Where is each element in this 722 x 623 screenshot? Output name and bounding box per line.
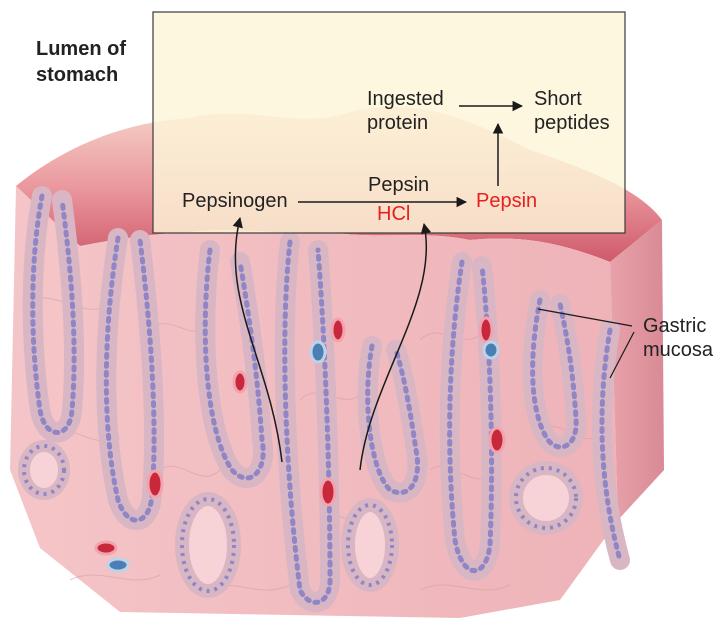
mucosa-side-face bbox=[610, 220, 664, 520]
lumen-label-line2: stomach bbox=[36, 63, 118, 87]
pepsinogen-label: Pepsinogen bbox=[182, 190, 288, 213]
gastric-mucosa-label-line1: Gastric bbox=[643, 315, 706, 338]
ingested-protein-label-line2: protein bbox=[367, 112, 428, 135]
blood-vessel-red bbox=[332, 319, 344, 341]
blood-vessel-red bbox=[234, 372, 246, 392]
blood-vessel-blue bbox=[311, 342, 325, 362]
pepsin-enzyme-label: Pepsin bbox=[368, 174, 429, 197]
blood-vessel-red bbox=[480, 318, 492, 342]
gastric-mucosa-label-line2: mucosa bbox=[643, 339, 713, 362]
pepsin-product-label: Pepsin bbox=[476, 190, 537, 213]
short-peptides-label-line2: peptides bbox=[534, 112, 610, 135]
blood-vessel-blue bbox=[108, 559, 128, 571]
ingested-protein-label-line1: Ingested bbox=[367, 88, 444, 111]
short-peptides-label-line1: Short bbox=[534, 88, 582, 111]
hcl-label: HCl bbox=[377, 203, 410, 226]
gland-cross-section bbox=[516, 468, 576, 528]
blood-vessel-blue bbox=[484, 342, 498, 358]
blood-vessel-red bbox=[96, 542, 116, 554]
blood-vessel-red bbox=[321, 479, 335, 505]
blood-vessel-red bbox=[148, 471, 162, 497]
lumen-label-line1: Lumen of bbox=[36, 37, 126, 61]
blood-vessel-red bbox=[490, 428, 504, 452]
